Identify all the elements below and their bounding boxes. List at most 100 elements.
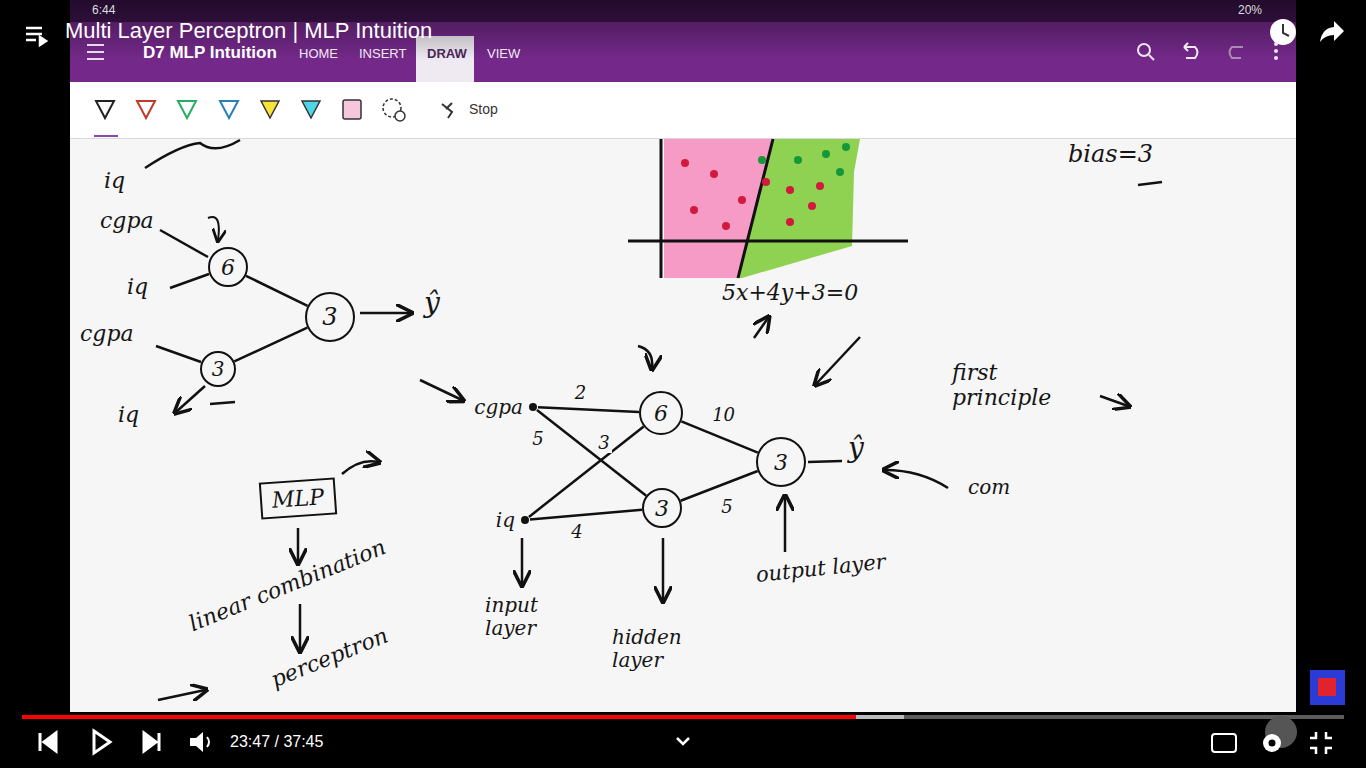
decision-boundary: [738, 139, 773, 278]
up-arrow: [784, 497, 787, 552]
weight-connector: [234, 328, 307, 362]
feature-name: iq: [104, 168, 125, 193]
input-line: [156, 346, 201, 362]
play-icon: [94, 731, 110, 753]
node-text: cgpa: [474, 395, 523, 419]
input-dot: [529, 403, 537, 411]
bias-note: bias=3: [1068, 141, 1153, 169]
progress-buffered: [856, 715, 904, 719]
pointer-arrow: [158, 690, 205, 700]
node-text: 6: [221, 255, 235, 280]
node-text: 3: [774, 450, 788, 475]
menu-tab: INSERT: [359, 47, 406, 62]
layer-label: input layer: [485, 594, 565, 640]
icon-line: [26, 27, 42, 30]
progress-played: [22, 715, 856, 719]
data-point: [690, 206, 698, 214]
node-text: 6: [654, 401, 668, 426]
status-time: 6:44: [92, 4, 115, 18]
down-arrow: [662, 538, 665, 600]
settings-hole: [1269, 740, 1276, 747]
pen-bubble: [1265, 716, 1297, 748]
down-arrow: [297, 528, 300, 562]
input-node: cgpa: [474, 395, 537, 419]
weight-label: 5: [719, 497, 734, 517]
share-icon: [1320, 21, 1344, 42]
thumbnail-inner: [1318, 678, 1336, 696]
fullscreen-icon: [1310, 732, 1332, 754]
region-green: [739, 139, 860, 278]
pointer-arrow: [885, 470, 948, 488]
underline: [1138, 182, 1162, 185]
x-axis: [628, 240, 908, 243]
data-point: [822, 150, 830, 158]
output-arrow: [360, 312, 410, 315]
menu-icon: [87, 45, 104, 59]
data-point: [808, 202, 816, 210]
prev-icon: [40, 733, 56, 751]
mlp-box: MLP: [259, 477, 337, 519]
data-point: [786, 218, 794, 226]
highlighter-cyan: [302, 101, 320, 118]
icon-dot: [1274, 56, 1278, 60]
down-arrow: [299, 604, 302, 650]
toolbar: [70, 82, 1296, 139]
weight-connector: [246, 276, 308, 306]
input-arrow: [176, 386, 205, 412]
weight-connector: [530, 510, 642, 520]
battery-level: 20%: [1238, 4, 1262, 18]
icon-line: [26, 39, 36, 42]
icon-line: [87, 58, 104, 60]
hidden-neuron: 3: [642, 488, 682, 528]
node-text: 3: [655, 496, 669, 521]
volume-icon: [190, 732, 203, 752]
data-point: [786, 186, 794, 194]
stop-icon: [442, 103, 452, 118]
settings-icon: [1263, 734, 1281, 752]
data-point: [762, 178, 770, 186]
down-arrow: [521, 538, 524, 584]
prediction-symbol: ŷ: [848, 432, 864, 464]
icon-dot: [1274, 49, 1278, 53]
y-axis: [660, 139, 663, 278]
data-point: [836, 168, 844, 176]
pointer-arrow: [816, 337, 860, 384]
video-title: Multi Layer Perceptron | MLP Intuition: [65, 18, 432, 43]
data-point: [758, 156, 766, 164]
prediction-symbol: ŷ: [424, 287, 440, 319]
captions-icon: [1212, 734, 1236, 752]
input-dot: [521, 516, 529, 524]
neuron-circle: 6: [208, 247, 248, 287]
highlighter-yellow: [261, 101, 279, 118]
output-neuron: 3: [305, 292, 355, 342]
search-icon: [1138, 44, 1150, 56]
feature-name: iq: [127, 274, 148, 299]
weight-label: 3: [596, 433, 611, 453]
menu-tab: HOME: [299, 47, 338, 62]
output-neuron: 3: [756, 437, 806, 487]
pen-green: [178, 101, 196, 118]
playlist-icon: [26, 28, 46, 45]
weight-connector: [537, 410, 646, 496]
output-line: [808, 461, 842, 462]
eraser-icon: [343, 100, 361, 119]
boundary-equation: 5x+4y+3=0: [722, 280, 858, 305]
neuron-circle: 3: [200, 351, 236, 387]
lasso-plus: [395, 111, 405, 121]
weight-label: 5: [530, 429, 545, 449]
feature-name: cgpa: [100, 208, 154, 233]
node-text: iq: [496, 508, 515, 532]
stop-button: Stop: [469, 101, 498, 117]
icon-line: [26, 33, 42, 36]
thumbnail: [1310, 670, 1345, 705]
curl-arrow: [208, 217, 219, 240]
data-point: [842, 143, 850, 151]
data-point: [738, 196, 746, 204]
notebook-title: D7 MLP Intuition: [143, 43, 277, 63]
partial-circle: [145, 140, 240, 168]
weight-connector: [529, 427, 644, 517]
note: com: [968, 476, 1010, 499]
node-text: 3: [322, 303, 337, 331]
